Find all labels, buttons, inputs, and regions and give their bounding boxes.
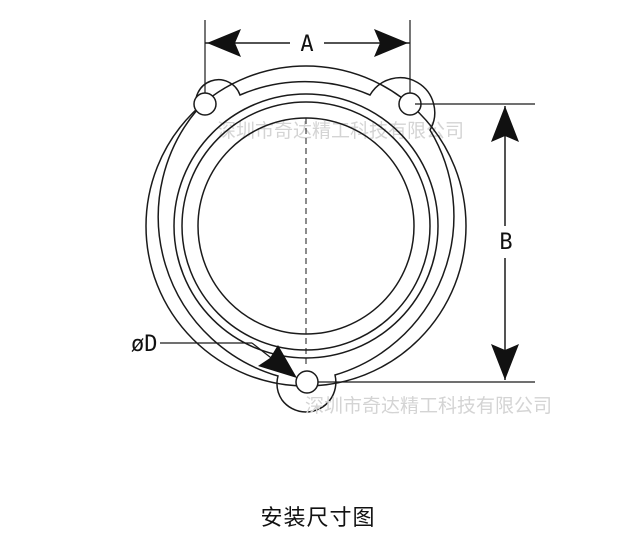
mounting-hole-left	[193, 92, 217, 116]
dimension-b-arrow-bottom	[491, 344, 519, 380]
dimension-a-arrow-left	[207, 29, 241, 57]
mounting-hole-bottom	[295, 370, 319, 394]
dimension-a-label: A	[300, 32, 313, 57]
dimension-b-label: B	[499, 230, 512, 255]
watermark-text-2: 深圳市奇达精工科技有限公司	[305, 395, 552, 417]
dimension-b-arrow-top	[491, 106, 519, 142]
flange-outline	[157, 77, 455, 413]
dimension-d-arrow	[258, 345, 297, 378]
drawing-caption: 安装尺寸图	[260, 506, 376, 531]
dimension-a-arrow-right	[374, 29, 408, 57]
dimension-d-label: øD	[131, 332, 158, 357]
